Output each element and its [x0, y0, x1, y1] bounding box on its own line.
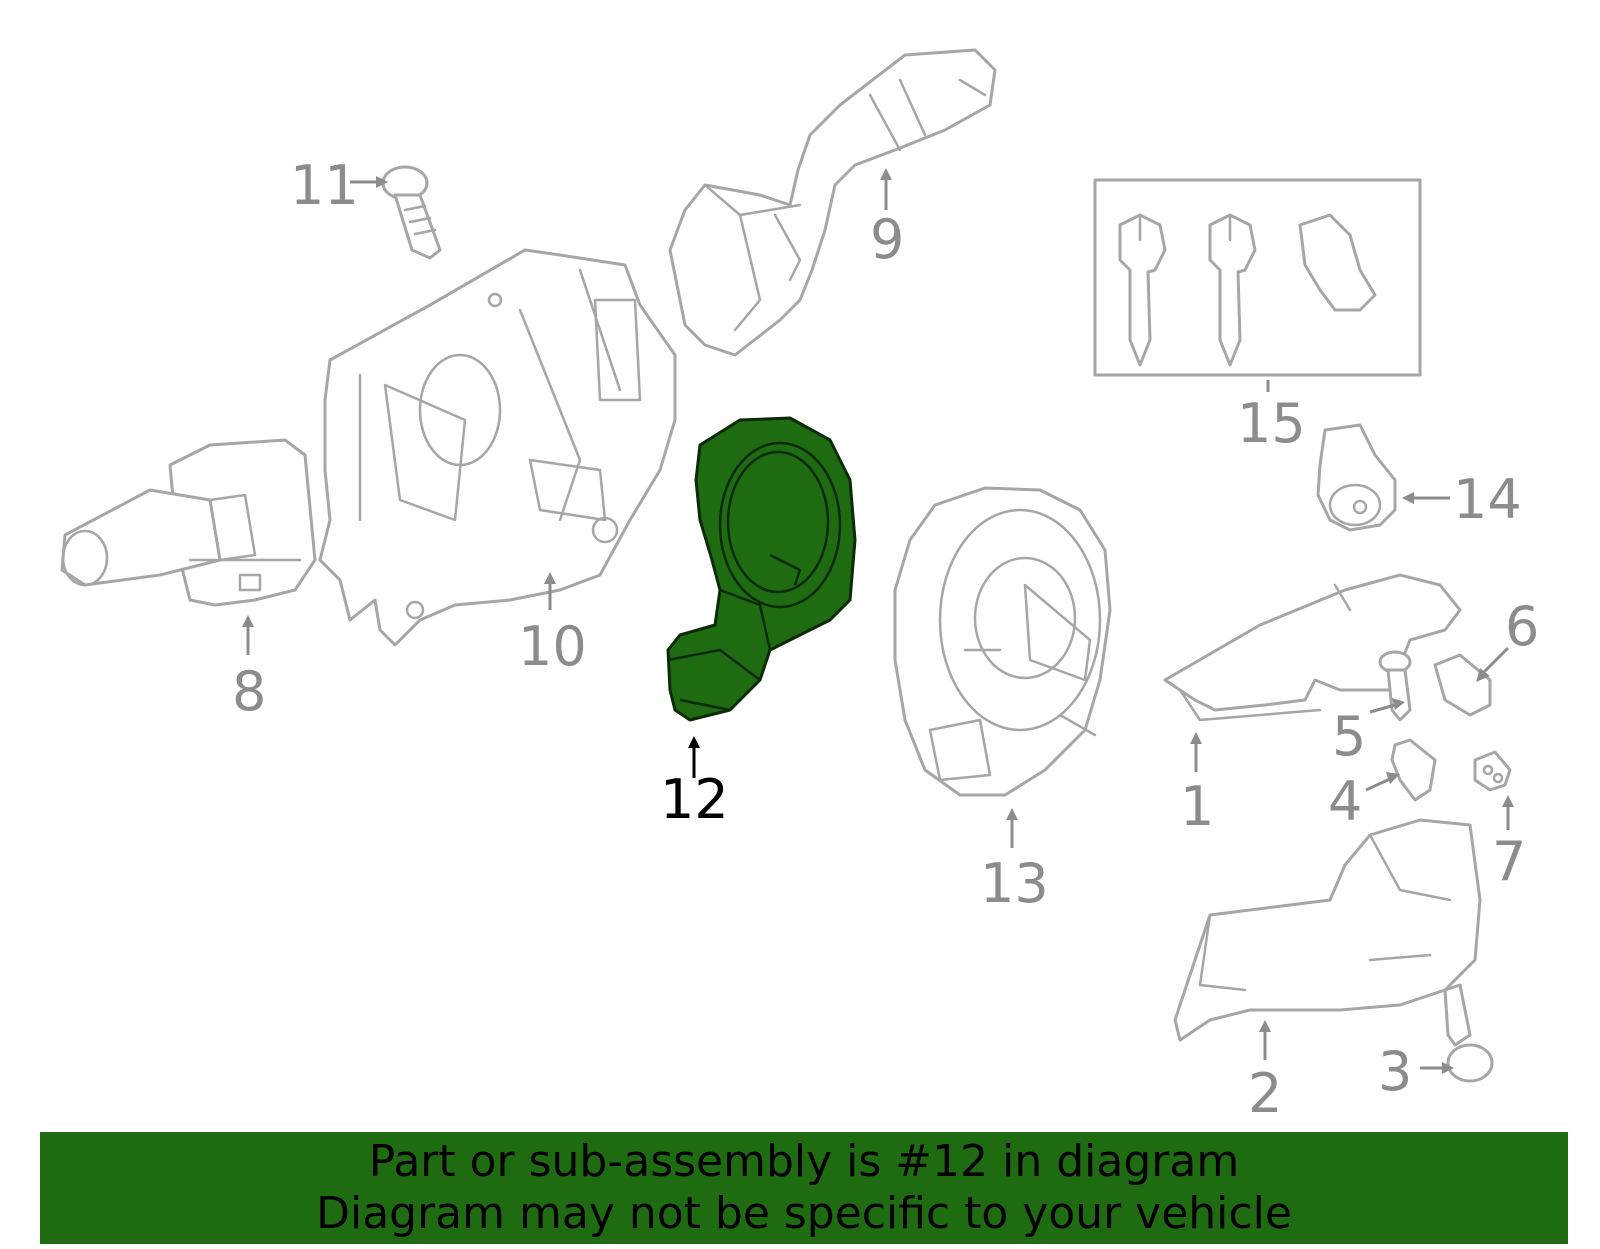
info-banner: Part or sub-assembly is #12 in diagram D… — [40, 1132, 1568, 1244]
callout-1: 1 — [1180, 775, 1214, 838]
part-7-grommet — [1473, 750, 1512, 792]
banner-line-1: Part or sub-assembly is #12 in diagram — [368, 1136, 1240, 1187]
callout-7: 7 — [1492, 830, 1526, 893]
callout-numbers: 11 9 10 8 12 13 15 14 6 5 1 4 7 2 3 — [232, 154, 1539, 1125]
part-5-screw — [1378, 650, 1412, 722]
callout-4: 4 — [1328, 770, 1362, 833]
part-10-column-housing — [318, 248, 677, 647]
part-1-upper-cover — [1163, 573, 1462, 722]
part-11-screw — [381, 165, 442, 260]
part-15-key-set — [1093, 178, 1422, 377]
part-12-clockspring — [666, 416, 857, 722]
callout-8: 8 — [232, 660, 266, 723]
part-8-turn-signal-switch — [60, 438, 317, 607]
part-3-screw — [1443, 983, 1494, 1083]
callout-14: 14 — [1453, 468, 1522, 531]
callout-2: 2 — [1248, 1062, 1282, 1125]
banner-line-2: Diagram may not be specific to your vehi… — [316, 1188, 1292, 1239]
callout-5: 5 — [1332, 705, 1366, 768]
callout-6: 6 — [1505, 595, 1539, 658]
callout-11: 11 — [290, 154, 359, 217]
callout-12: 12 — [660, 768, 729, 831]
callout-13: 13 — [980, 852, 1049, 915]
callout-15: 15 — [1237, 392, 1306, 455]
callout-3: 3 — [1378, 1040, 1412, 1103]
part-14-lock-cylinder — [1316, 423, 1397, 532]
callout-9: 9 — [870, 208, 904, 271]
callout-10: 10 — [518, 615, 587, 678]
callout-arrows — [242, 168, 1514, 1074]
part-2-lower-cover — [1173, 818, 1482, 1042]
part-4-clip — [1390, 738, 1437, 802]
part-6-clip — [1433, 653, 1492, 717]
part-9-wiper-switch — [668, 48, 997, 357]
part-13-coil-assembly — [893, 486, 1112, 797]
